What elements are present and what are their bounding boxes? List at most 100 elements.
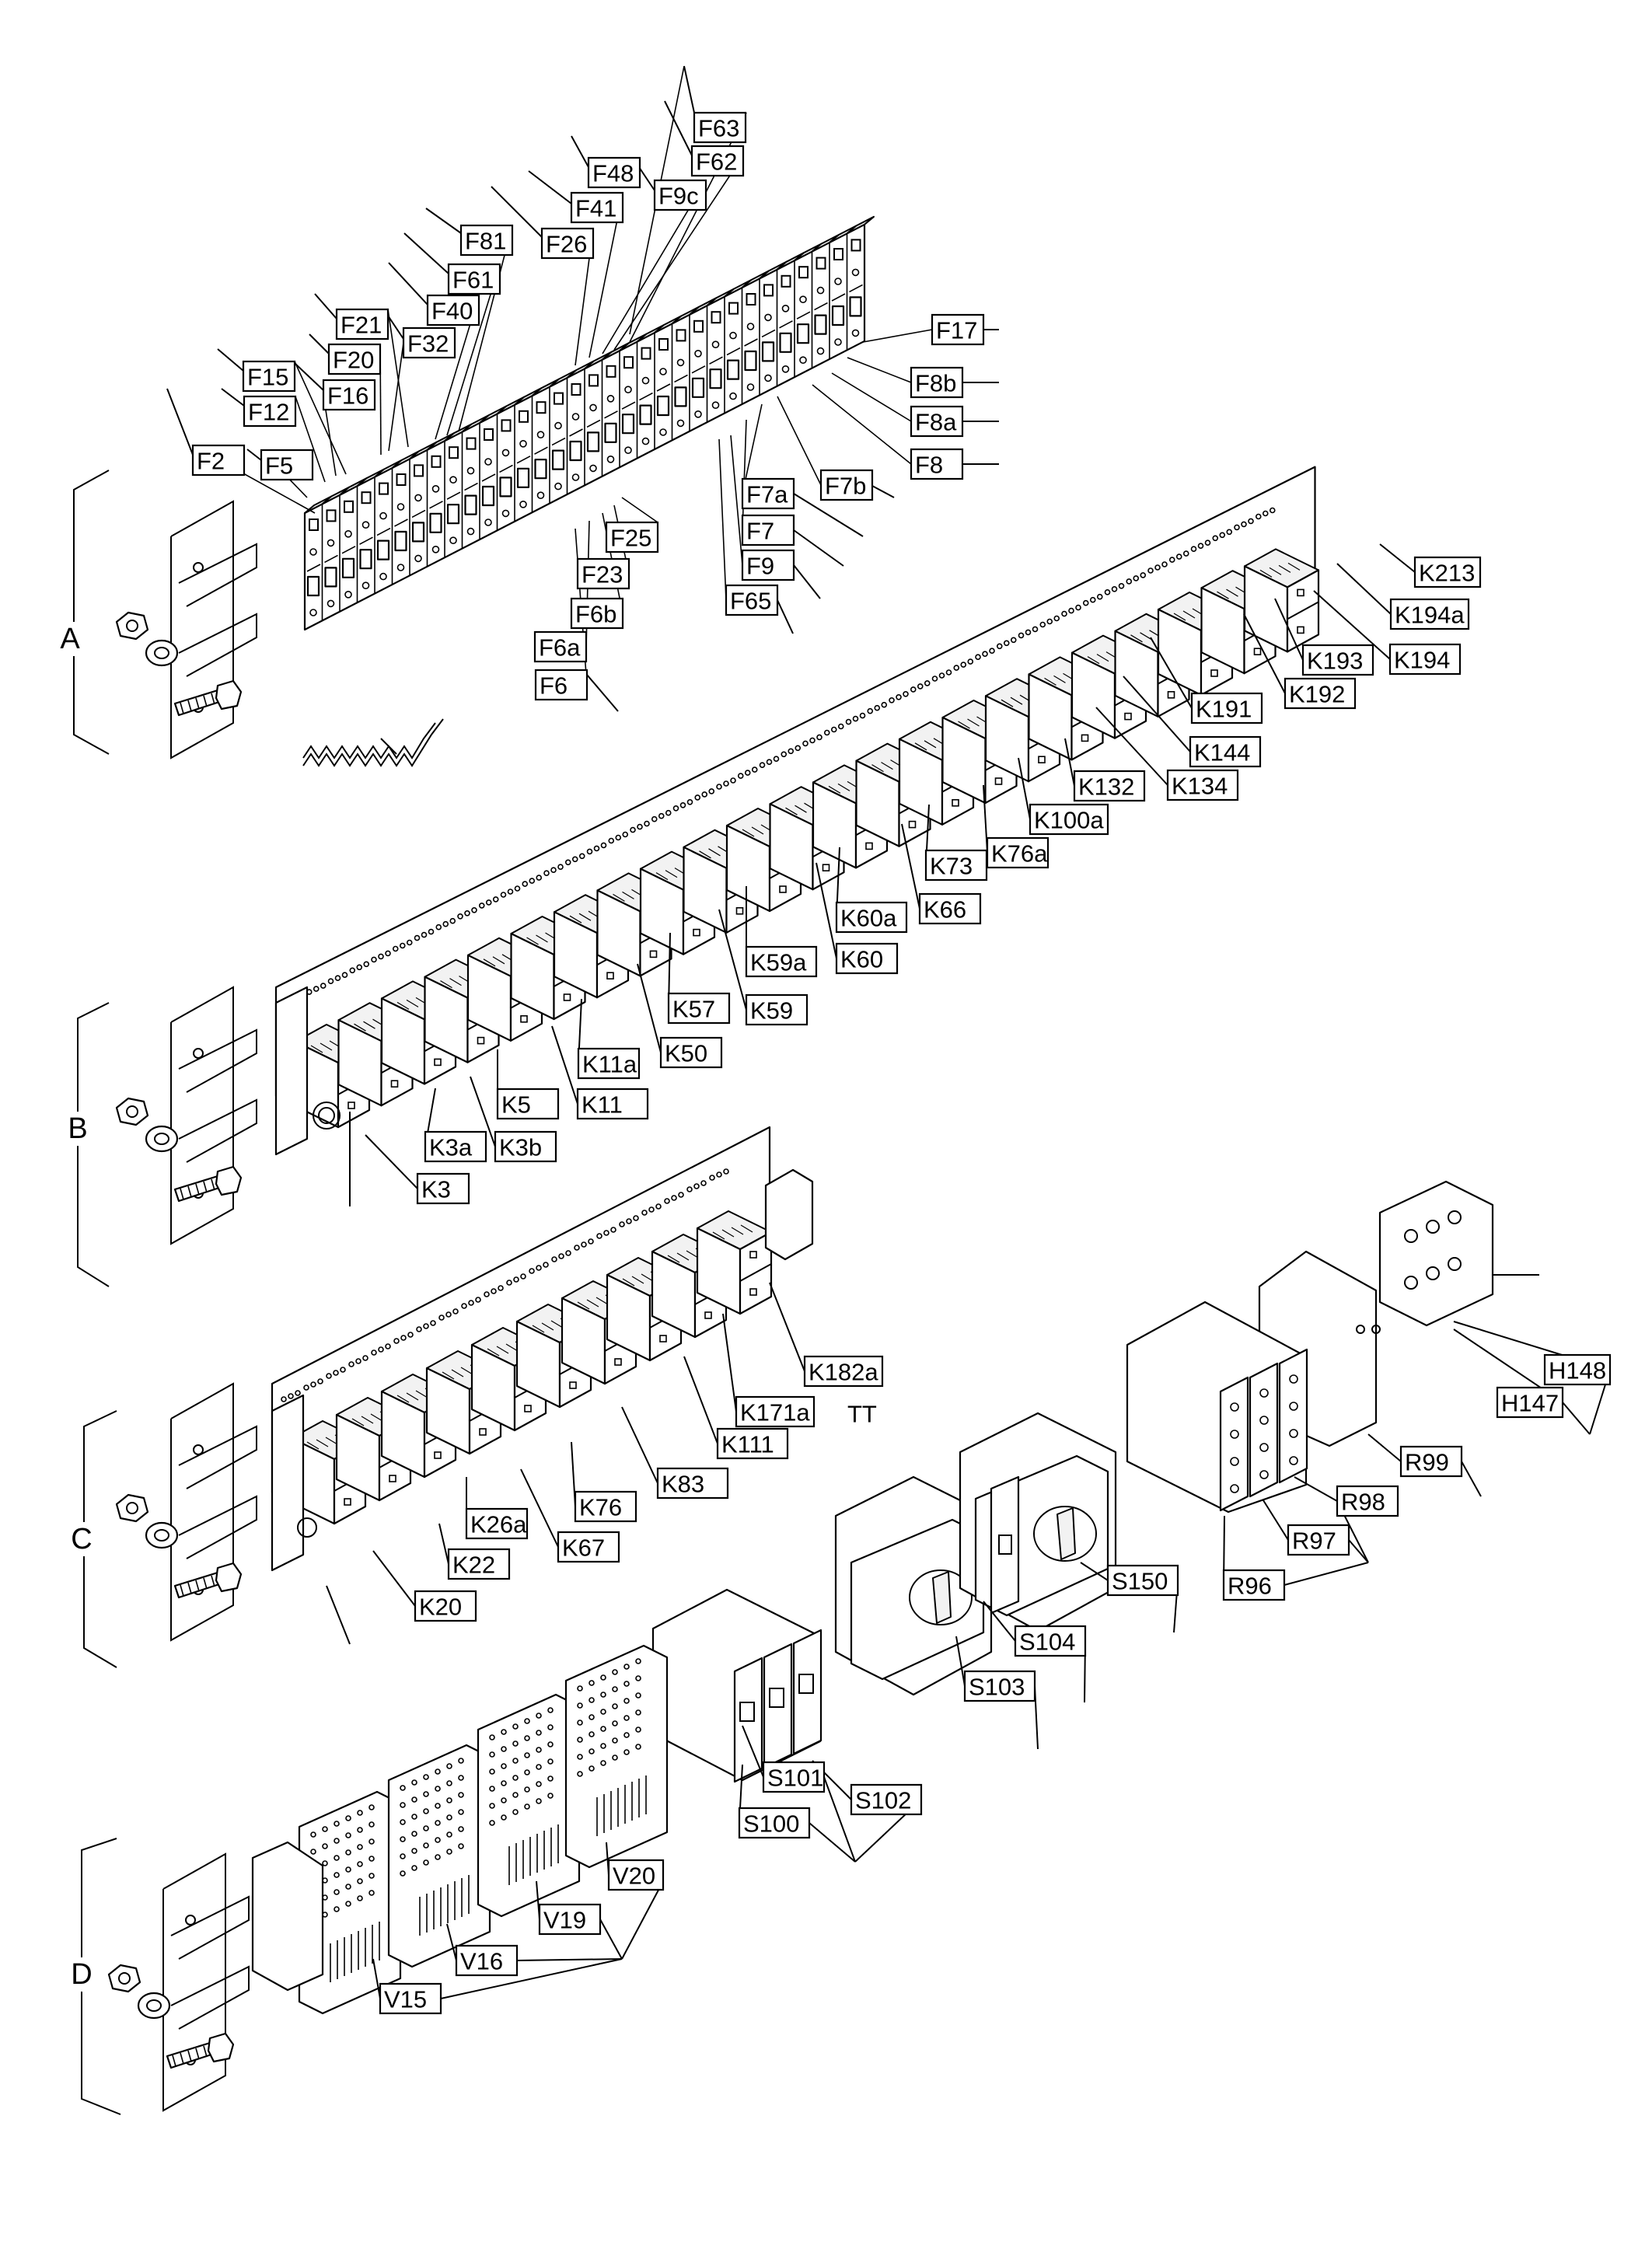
callout-k171a: K171a [735,1395,816,1428]
callout-r98: R98 [1336,1485,1399,1517]
section-letter-a: A [60,623,80,655]
callout-text: K213 [1419,560,1475,587]
callout-text: K171a [740,1399,810,1426]
callout-k76a: K76a [986,836,1050,869]
callout-f21: F21 [335,308,389,340]
end-clamp-c [271,1394,305,1572]
callout-s104: S104 [1014,1625,1087,1657]
callout-r96: R96 [1222,1569,1286,1601]
callout-f7b: F7b [819,469,874,501]
callout-text: F7b [825,473,866,500]
callout-text: V16 [460,1948,503,1975]
callout-text: F23 [582,561,623,588]
callout-h147: H147 [1496,1386,1564,1419]
callout-k111: K111 [716,1427,789,1460]
callout-k60: K60 [835,942,899,975]
callout-s101: S101 [762,1761,826,1793]
callout-f6a: F6a [533,630,588,663]
callout-text: K76 [579,1494,622,1521]
callout-text: R96 [1228,1573,1272,1600]
nut [107,1964,141,1993]
callout-f26: F26 [540,227,595,260]
callout-text: K73 [930,853,973,880]
callout-text: F5 [265,452,293,480]
callout-f63: F63 [693,111,747,144]
callout-text: K57 [672,996,715,1023]
callout-v16: V16 [455,1944,519,1977]
callout-text: F63 [698,115,739,142]
callout-f8b: F8b [910,366,964,399]
callout-text: K144 [1194,739,1250,766]
callout-text: K134 [1172,773,1228,800]
callout-text: K59 [750,997,793,1025]
callout-text: S104 [1019,1629,1075,1656]
callout-text: F6 [540,672,568,700]
callout-s150: S150 [1106,1564,1179,1597]
bolt-head [207,2032,235,2063]
callout-f9c: F9c [653,179,707,211]
callout-k66: K66 [918,892,982,925]
callout-text: F41 [575,195,616,222]
callout-f7a: F7a [741,477,795,510]
callout-text: K67 [562,1535,605,1562]
terminal-h [1378,1180,1494,1327]
callout-text: S102 [855,1787,911,1814]
section-letter-b: B [68,1112,87,1145]
callout-k67: K67 [557,1531,620,1563]
callout-text: F26 [546,231,587,258]
callout-k59a: K59a [745,945,818,978]
callout-text: K194a [1395,602,1465,629]
callout-r97: R97 [1287,1524,1350,1556]
callout-text: K3 [421,1176,451,1203]
callout-k132: K132 [1073,770,1146,802]
callout-text: K3a [429,1134,473,1161]
end-clamp-b [274,986,309,1156]
callout-text: R97 [1292,1528,1336,1555]
callout-text: K76a [991,840,1048,868]
callout-text: K11 [582,1091,623,1119]
callout-text: R99 [1405,1449,1449,1476]
callout-f2: F2 [191,444,246,477]
callout-text: F15 [247,364,288,391]
callout-f17: F17 [931,313,985,346]
callout-labels: F63F62F48F9cF41F26F81F61F40F21F32F20F15F… [191,111,1612,2015]
callout-f12: F12 [243,395,297,428]
callout-text: K60 [840,946,883,973]
callout-text: K192 [1289,681,1345,708]
callout-text: F62 [696,148,737,176]
callout-v19: V19 [538,1903,602,1936]
callout-text: K3b [499,1134,542,1161]
callout-f8: F8 [910,448,964,480]
callout-text: F25 [610,525,651,552]
callout-f23: F23 [576,557,630,590]
callout-f15: F15 [242,360,296,393]
callout-k20: K20 [414,1590,477,1622]
callout-text: F65 [730,588,771,615]
callout-k57: K57 [667,992,731,1025]
callout-f61: F61 [447,263,501,295]
callout-f41: F41 [570,191,624,224]
callout-k11: K11 [576,1088,649,1120]
callout-k3a: K3a [424,1130,487,1163]
callout-v20: V20 [607,1859,665,1891]
callout-f6b: F6b [570,597,624,630]
callout-text: F8a [915,409,957,436]
bolt-head [215,1165,243,1196]
switch-s104 [990,1475,1020,1615]
callout-k3: K3 [416,1172,470,1205]
callout-text: F20 [333,347,374,374]
callout-text: F12 [248,399,289,426]
callout-text: K111 [721,1431,774,1458]
callout-k193: K193 [1301,644,1374,676]
callout-k213: K213 [1413,556,1482,588]
callout-text: H148 [1549,1357,1606,1384]
callout-text: S103 [969,1674,1025,1701]
callout-text: S101 [767,1765,823,1792]
callout-k134: K134 [1166,769,1239,801]
callout-text: K50 [665,1040,707,1067]
callout-k192: K192 [1284,677,1357,710]
tt-text: TT [847,1401,877,1428]
callout-k60a: K60a [835,901,908,934]
callout-k50: K50 [659,1036,723,1069]
